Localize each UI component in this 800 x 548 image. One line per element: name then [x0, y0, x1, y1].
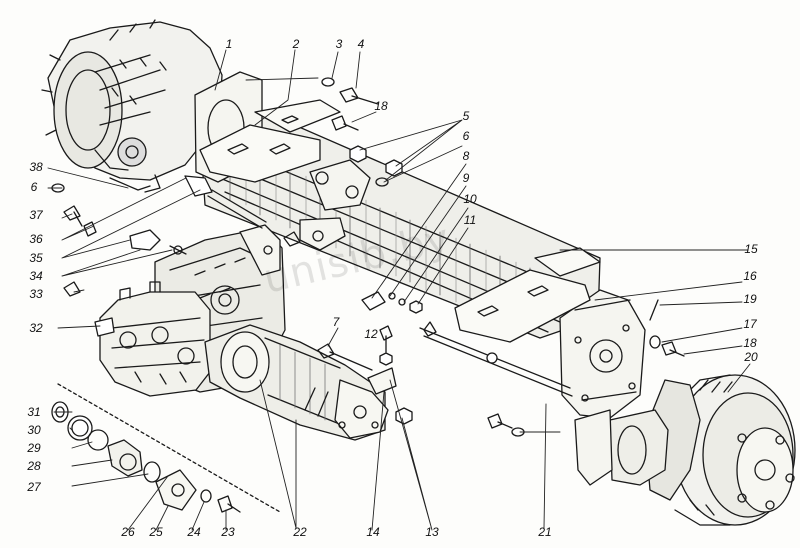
left-flange [194, 71, 371, 251]
callout-25: 25 [149, 525, 163, 539]
callout-18-top: 18 [374, 99, 388, 113]
callout-16: 16 [743, 269, 757, 283]
callout-6-right: 6 [462, 129, 470, 143]
hydraulic-motor [204, 324, 389, 441]
callout-18-right: 18 [743, 336, 757, 350]
callout-31: 31 [27, 405, 41, 419]
callout-38: 38 [29, 160, 43, 174]
callout-30: 30 [27, 423, 41, 437]
callout-37: 37 [29, 208, 43, 222]
callout-6-left: 6 [30, 180, 38, 194]
callout-9: 9 [462, 171, 470, 185]
callout-35: 35 [29, 251, 43, 265]
callout-7: 7 [332, 315, 340, 329]
callout-27: 27 [27, 480, 41, 494]
callout-14: 14 [366, 525, 380, 539]
tie-rod [419, 321, 573, 397]
callout-11: 11 [463, 213, 477, 227]
leader-lines [47, 49, 751, 531]
callout-10: 10 [463, 192, 477, 206]
left-final-drive-housing [41, 19, 223, 193]
right-hub-drum [574, 374, 796, 526]
callout-20: 20 [744, 350, 758, 364]
callout-36: 36 [29, 232, 43, 246]
callout-34: 34 [29, 269, 43, 283]
callout-22: 22 [293, 525, 307, 539]
right-flange [454, 247, 646, 419]
callout-21: 21 [538, 525, 552, 539]
callout-26: 26 [121, 525, 135, 539]
callout-12: 12 [364, 327, 378, 341]
callout-24: 24 [187, 525, 201, 539]
callout-8: 8 [462, 149, 470, 163]
callout-1: 1 [225, 37, 233, 51]
seal-set [51, 383, 281, 513]
callout-32: 32 [29, 321, 43, 335]
callout-23: 23 [221, 525, 235, 539]
callout-2: 2 [292, 37, 300, 51]
callout-13: 13 [425, 525, 439, 539]
callout-19: 19 [743, 292, 757, 306]
callout-3: 3 [335, 37, 343, 51]
callout-29: 29 [27, 441, 41, 455]
callout-28: 28 [27, 459, 41, 473]
callout-17: 17 [743, 317, 757, 331]
control-valve-block [94, 281, 211, 397]
callout-5: 5 [462, 109, 470, 123]
fasteners [51, 77, 685, 437]
callout-33: 33 [29, 287, 43, 301]
callout-4: 4 [357, 37, 365, 51]
callout-15: 15 [744, 242, 758, 256]
